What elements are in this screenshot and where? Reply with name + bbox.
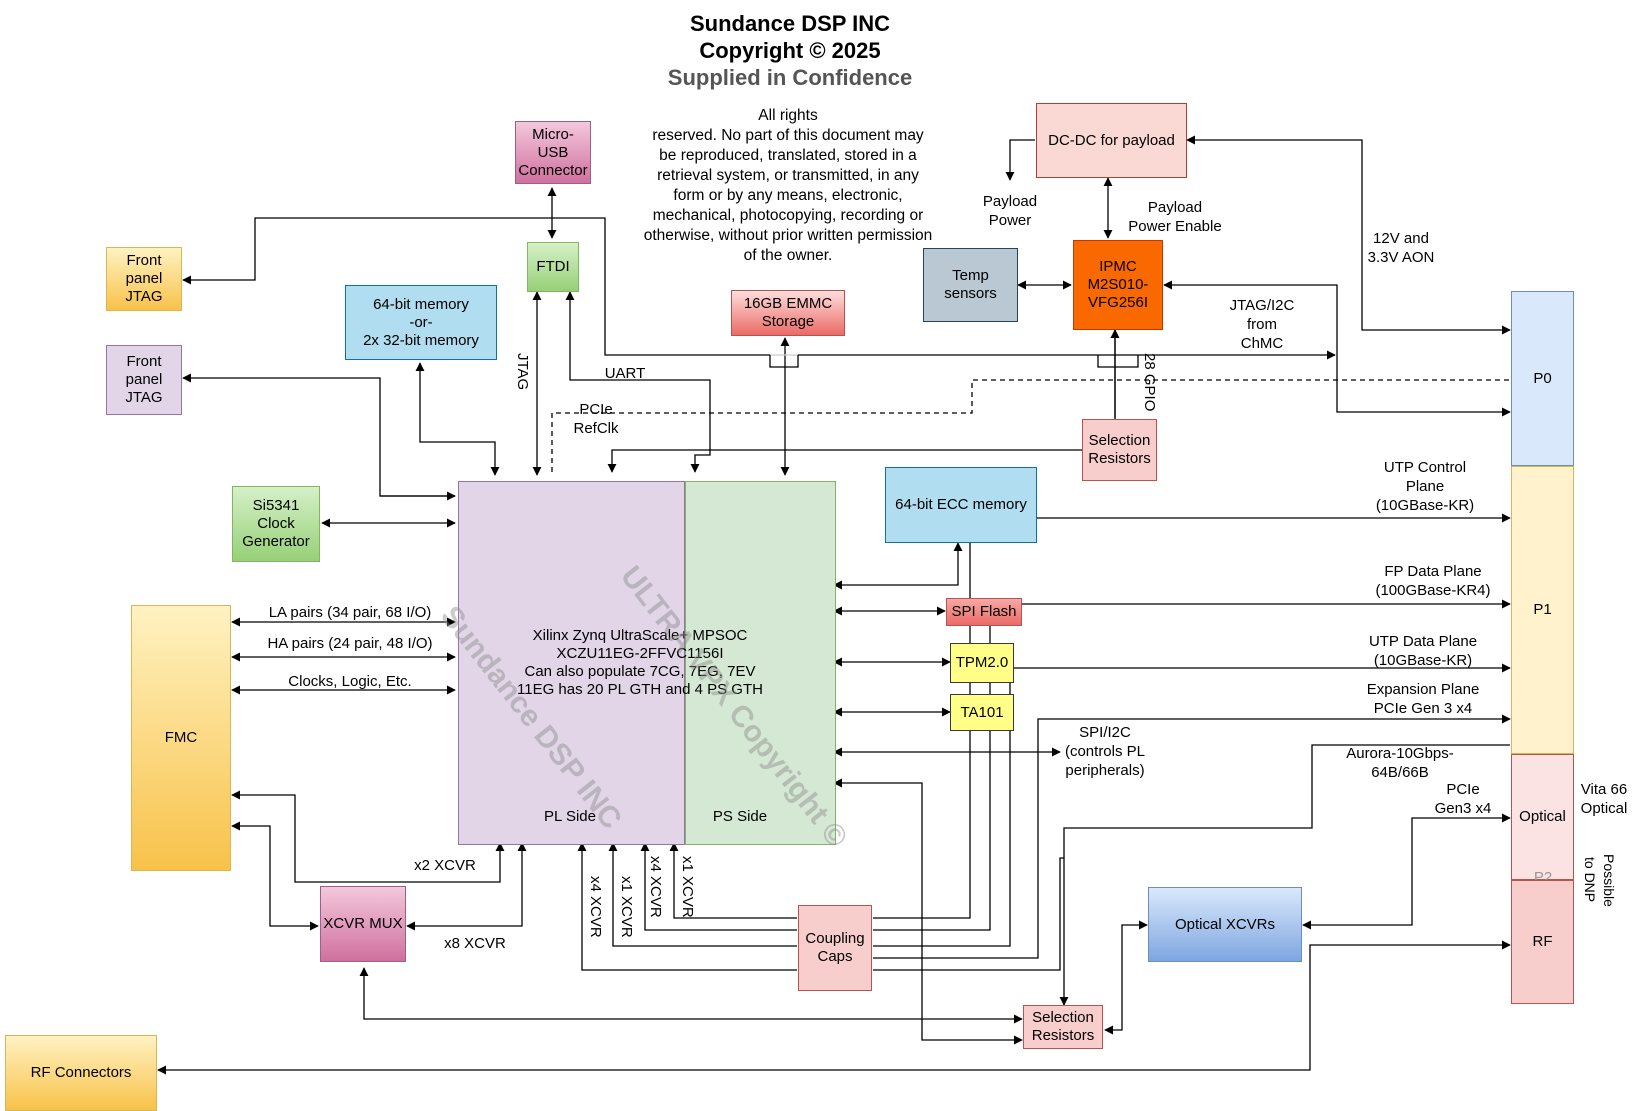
pcie-gen3-label: PCIe Gen3 x4 [1434, 781, 1492, 817]
si5341-clock-generator: Si5341 Clock Generator [232, 486, 320, 562]
rf-connector: RF [1511, 880, 1574, 1004]
jtag-label: JTAG [514, 353, 531, 391]
x4-xcvr-label-b: x4 XCVR [647, 856, 664, 918]
ps-side-region [685, 481, 836, 845]
expansion-plane-label: Expansion Plane PCIe Gen 3 x4 [1366, 681, 1480, 717]
selection-resistors-top: Selection Resistors [1082, 419, 1157, 481]
fmc-block: FMC [131, 605, 231, 871]
pl-side-label: PL Side [544, 808, 596, 825]
uart-label: UART [604, 365, 646, 382]
ecc-memory: 64-bit ECC memory [885, 467, 1037, 543]
utp-data-label: UTP Data Plane (10GBase-KR) [1368, 633, 1478, 669]
x4-xcvr-label-a: x4 XCVR [587, 876, 604, 938]
spi-i2c-label: SPI/I2C (controls PL peripherals) [1064, 724, 1146, 779]
optical-xcvrs: Optical XCVRs [1148, 887, 1302, 962]
micro-usb-connector: Micro- USB Connector [515, 121, 591, 184]
selection-resistors-bottom: Selection Resistors [1023, 1005, 1103, 1049]
gpio-label: 28 GPIO [1141, 352, 1158, 412]
emmc-storage: 16GB EMMC Storage [731, 290, 845, 336]
dnp-label: Possible to DNP [1582, 853, 1617, 907]
p0-connector: P0 [1511, 291, 1574, 466]
spi-flash: SPI Flash [946, 598, 1022, 626]
ftdi-block: FTDI [527, 242, 579, 292]
fp-data-label: FP Data Plane (100GBase-KR4) [1375, 563, 1491, 599]
p1-connector: P1 [1511, 466, 1574, 754]
clocks-label: Clocks, Logic, Etc. [288, 673, 412, 690]
confidence-line: Supplied in Confidence [667, 65, 913, 90]
aurora-label: Aurora-10Gbps- 64B/66B [1346, 745, 1454, 781]
front-panel-jtag-1: Front panel JTAG [106, 247, 182, 311]
pcie-refclk-label: PCIe RefClk [573, 401, 619, 437]
la-pairs-label: LA pairs (34 pair, 68 I/O) [268, 604, 432, 621]
ha-pairs-label: HA pairs (24 pair, 48 I/O) [267, 635, 433, 652]
dcdc-payload: DC-DC for payload [1036, 103, 1187, 178]
rf-connectors: RF Connectors [5, 1035, 157, 1111]
payload-enable-label: Payload Power Enable [1128, 199, 1222, 235]
aon-label: 12V and 3.3V AON [1367, 230, 1435, 266]
x8-xcvr-label: x8 XCVR [444, 935, 506, 952]
copyright-line: Copyright © 2025 [699, 38, 881, 63]
pl-side-region [458, 481, 685, 845]
x1-xcvr-label-a: x1 XCVR [618, 876, 635, 938]
rights-notice: All rights reserved. No part of this doc… [643, 107, 933, 264]
coupling-caps: Coupling Caps [798, 905, 872, 991]
utp-control-label: UTP Control Plane (10GBase-KR) [1375, 459, 1475, 514]
payload-power-label: Payload Power [982, 193, 1038, 229]
company-title: Sundance DSP INC [689, 11, 891, 36]
memory-64bit: 64-bit memory -or- 2x 32-bit memory [345, 285, 497, 360]
front-panel-jtag-2: Front panel JTAG [106, 345, 182, 415]
ps-side-label: PS Side [712, 808, 768, 825]
soc-description: Xilinx Zynq UltraScale+ MPSOC XCZU11EG-2… [517, 627, 763, 698]
ipmc-block: IPMC M2S010- VFG256I [1073, 240, 1163, 330]
jtag-i2c-label: JTAG/I2C from ChMC [1229, 297, 1295, 352]
ta101-chip: TA101 [950, 694, 1014, 731]
xcvr-mux: XCVR MUX [320, 886, 406, 962]
temp-sensors: Temp sensors [923, 248, 1018, 322]
optical-connector: Optical [1511, 754, 1574, 880]
x2-xcvr-label: x2 XCVR [414, 857, 476, 874]
x1-xcvr-label-b: x1 XCVR [679, 856, 696, 918]
vita66-label: Vita 66 Optical [1580, 781, 1628, 817]
tpm-chip: TPM2.0 [950, 643, 1014, 683]
